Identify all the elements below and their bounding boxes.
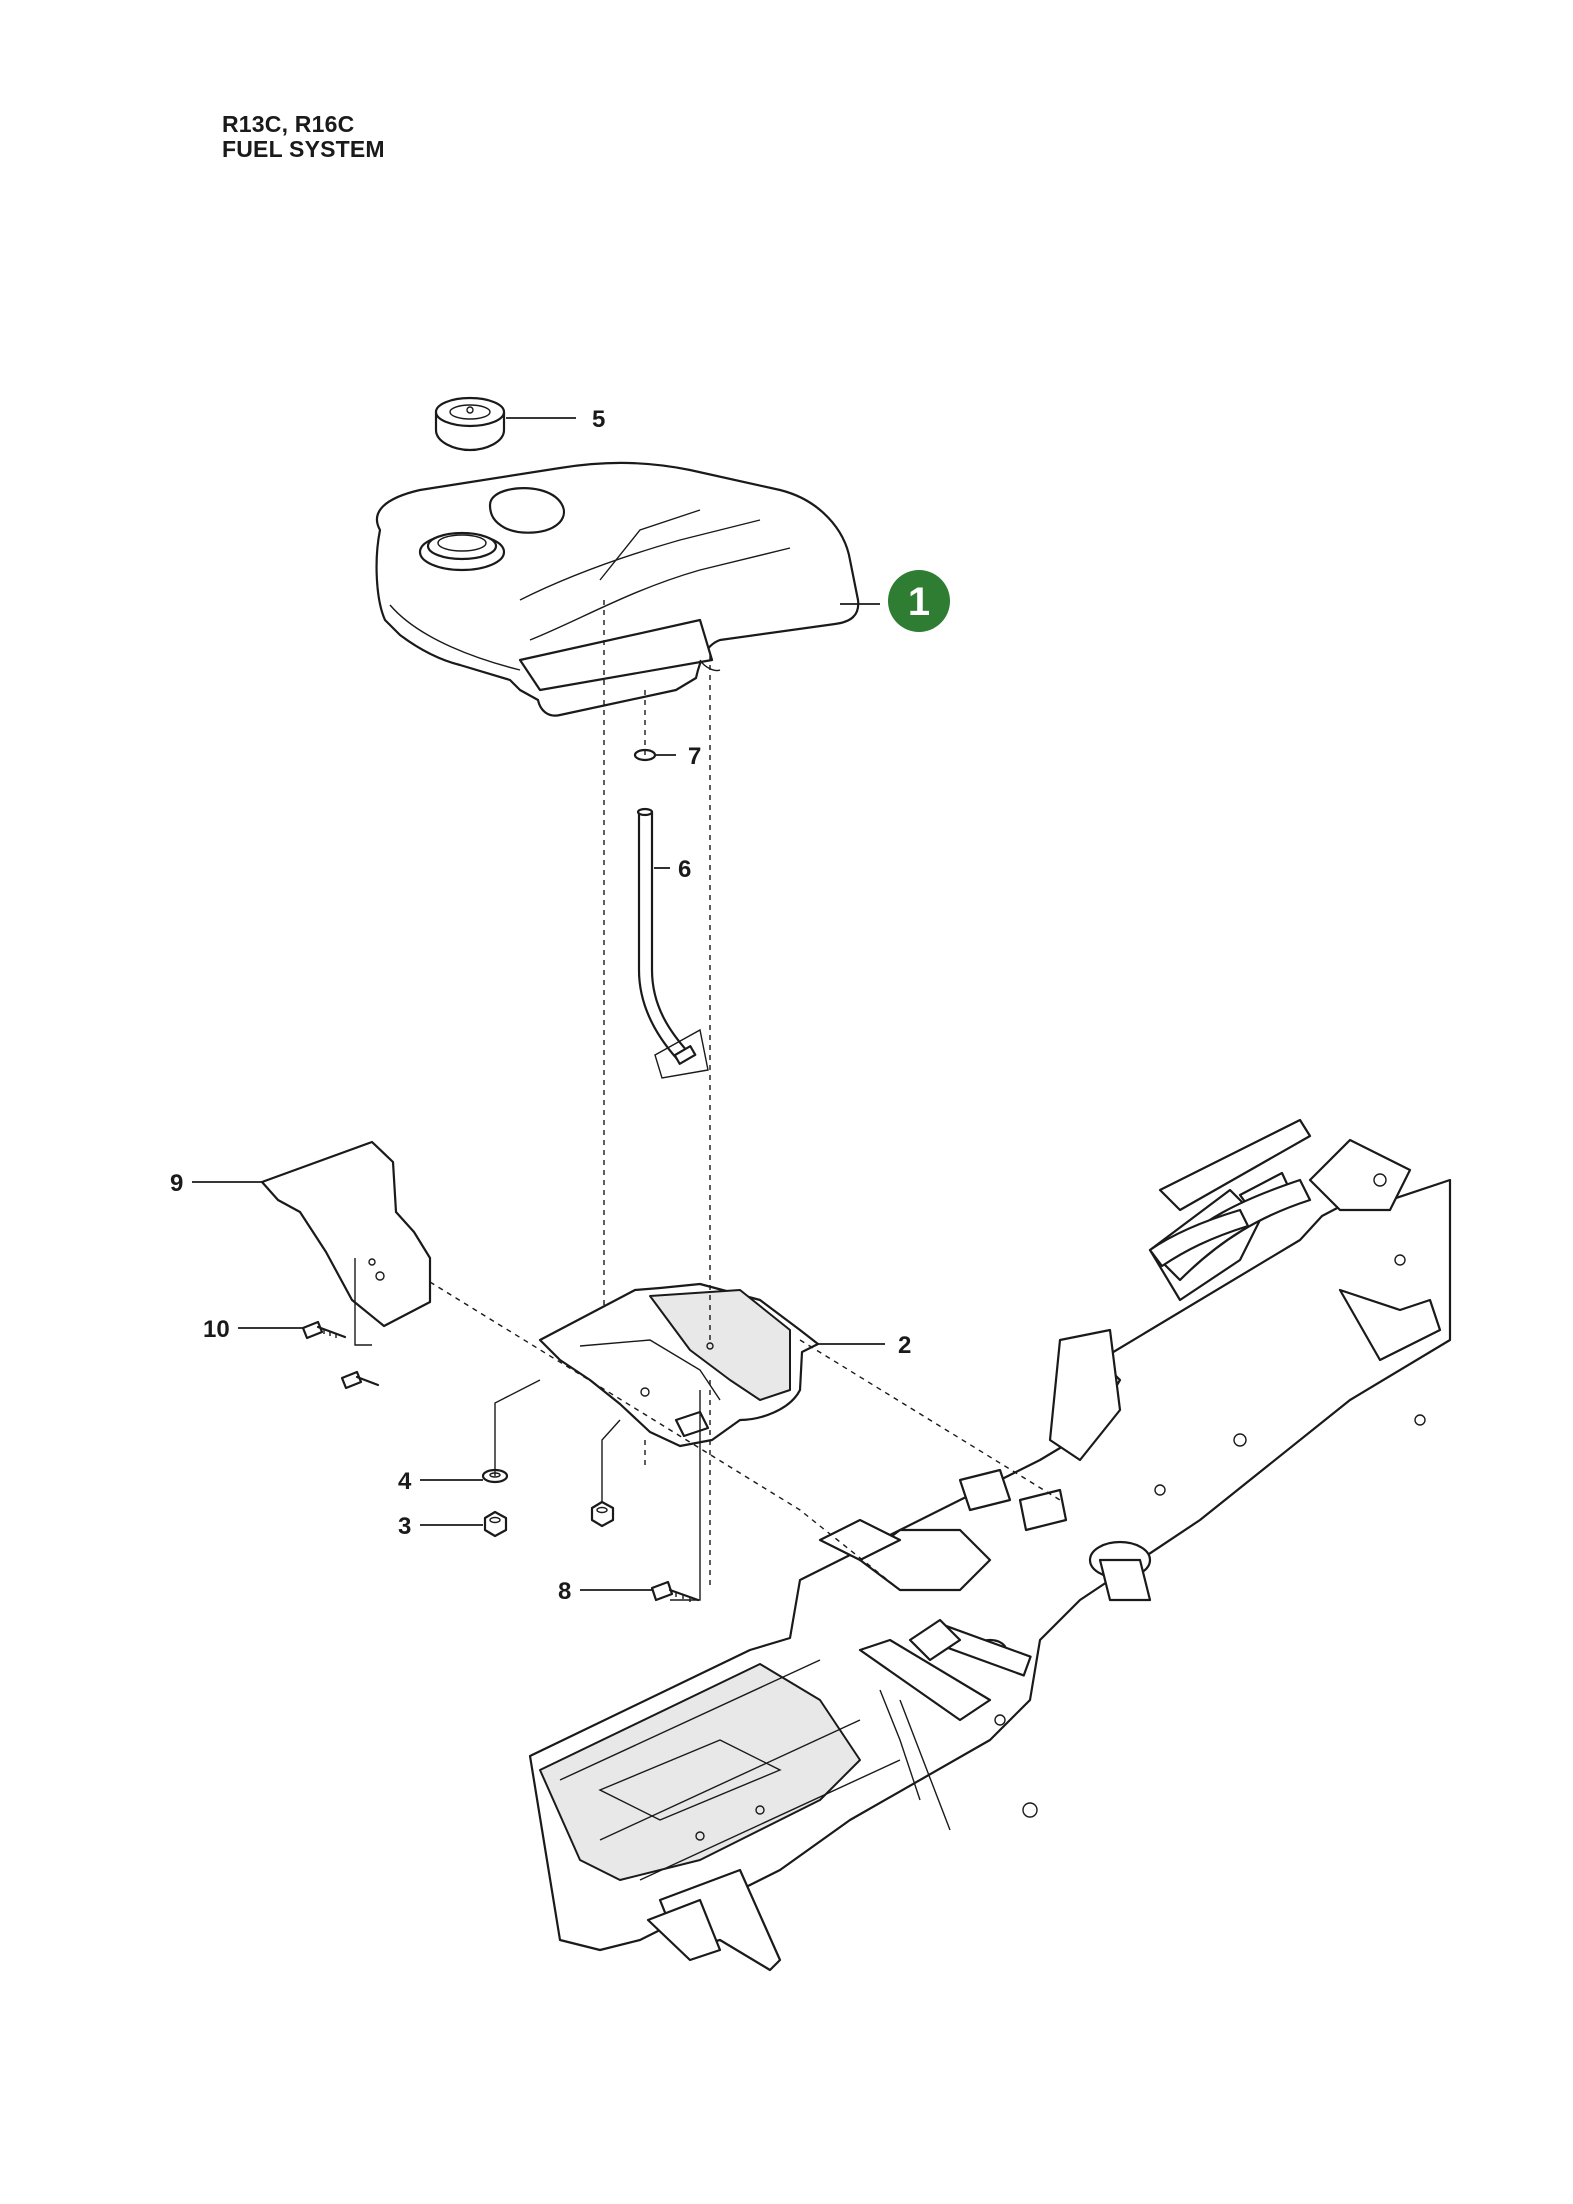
- fuel-hose[interactable]: [636, 807, 709, 1079]
- assembly-lines: [354, 600, 1061, 1601]
- callout-10: 10: [203, 1316, 230, 1343]
- callout-4: 4: [398, 1468, 412, 1495]
- callout-1: 1: [908, 580, 930, 624]
- flange-bolt-upper[interactable]: [301, 1320, 347, 1340]
- tank-bracket[interactable]: [538, 1282, 820, 1448]
- callout-5: 5: [592, 406, 605, 433]
- callout-7: 7: [688, 743, 701, 770]
- callout-2: 2: [898, 1332, 911, 1359]
- model-label: R13C, R16C: [222, 111, 355, 137]
- callout-3: 3: [398, 1513, 411, 1540]
- tractor-frame: [528, 1118, 1452, 1972]
- callout-labels: 5 7 6 9 10 2 4 3 8: [170, 406, 911, 1605]
- callout-9: 9: [170, 1170, 183, 1197]
- badge-circle: [888, 570, 950, 632]
- callout-1-badge: 1: [888, 570, 950, 632]
- fuel-cap[interactable]: [434, 396, 506, 452]
- nut-left[interactable]: [483, 1510, 508, 1538]
- leader-lines: [192, 417, 885, 1591]
- flange-bolt-bracket[interactable]: [650, 1580, 700, 1602]
- page-header: R13C, R16C FUEL SYSTEM: [222, 112, 385, 162]
- section-title: FUEL SYSTEM: [222, 136, 385, 162]
- heat-shield[interactable]: [260, 1140, 432, 1328]
- callout-8: 8: [558, 1578, 571, 1605]
- callout-6: 6: [678, 856, 691, 883]
- flange-bolt-lower[interactable]: [340, 1370, 380, 1390]
- fuel-tank[interactable]: [375, 461, 860, 717]
- nut-center[interactable]: [590, 1500, 615, 1528]
